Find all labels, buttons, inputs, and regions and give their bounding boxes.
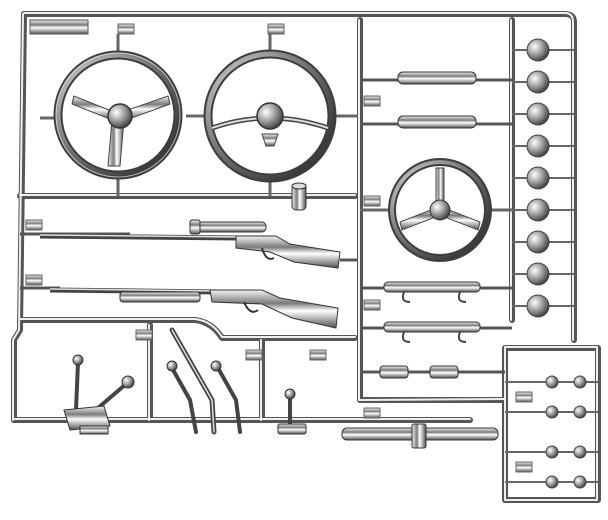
knob-row bbox=[512, 38, 574, 318]
scoped-rifle bbox=[20, 219, 358, 269]
steering-wheel-three-spoke bbox=[40, 34, 183, 196]
cylinder-part bbox=[291, 182, 307, 211]
shotgun bbox=[20, 286, 339, 329]
steering-wheel-small bbox=[360, 158, 512, 262]
sprue-frame-highlight bbox=[12, 12, 598, 501]
small-lever bbox=[277, 388, 307, 435]
peg-row bbox=[505, 375, 598, 489]
shift-levers bbox=[63, 354, 135, 435]
door-handles-hooks bbox=[360, 281, 512, 343]
exhaust-pipe bbox=[341, 423, 499, 449]
steering-wheel-horn-ring bbox=[186, 34, 358, 196]
sprue-tag bbox=[29, 19, 89, 35]
small-clips bbox=[360, 365, 505, 379]
pedals bbox=[166, 327, 242, 435]
knob bbox=[512, 38, 574, 318]
part-number-tabs bbox=[25, 23, 533, 473]
door-handles-top bbox=[360, 71, 512, 129]
